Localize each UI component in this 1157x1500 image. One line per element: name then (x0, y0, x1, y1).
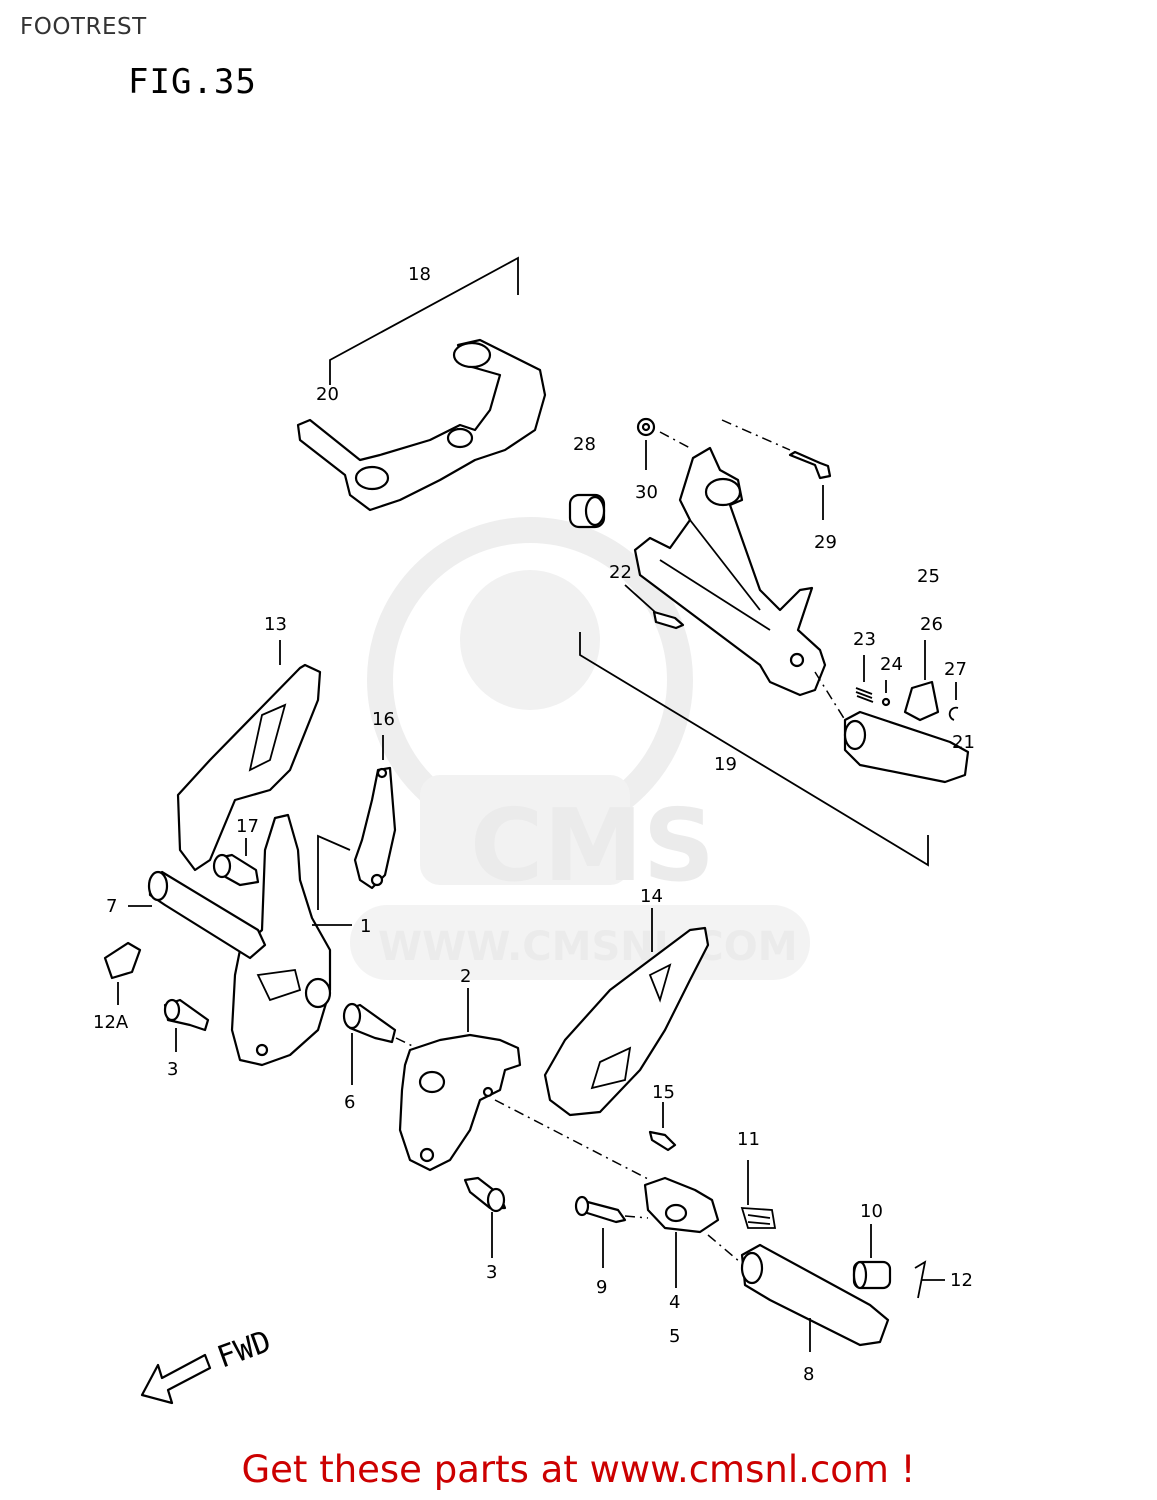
promo-link[interactable]: Get these parts at www.cmsnl.com ! (241, 1448, 916, 1491)
callout-9: 9 (596, 1277, 607, 1298)
fwd-label: FWD (213, 1324, 276, 1375)
callout-12: 12 (950, 1270, 973, 1291)
part-6-bolt (342, 1002, 426, 1085)
callout-23: 23 (853, 629, 876, 650)
callout-28: 28 (573, 434, 596, 455)
part-1-front-bracket (230, 813, 352, 1067)
callout-3-left: 3 (167, 1059, 178, 1080)
callout-5: 5 (669, 1326, 680, 1347)
part-17-bolt (212, 838, 260, 887)
page-title: FOOTREST (20, 14, 147, 40)
part-2-front-right-bracket (398, 988, 522, 1172)
callout-8: 8 (803, 1364, 814, 1385)
callout-21: 21 (952, 732, 975, 753)
part-7-footrest (128, 870, 267, 960)
part-3-bolt-left (163, 998, 210, 1052)
callout-20: 20 (316, 384, 339, 405)
part-21-footrest (814, 671, 970, 784)
callout-18: 18 (408, 264, 431, 285)
part-27-clip (948, 682, 959, 721)
bracket-group-18 (329, 256, 519, 385)
part-29-bolt (721, 419, 832, 520)
part-15-screw (648, 1102, 677, 1152)
watermark: CMS WWW.CMSNL.COM (350, 517, 810, 980)
part-12-cotter-pin (914, 1260, 945, 1299)
part-26-plate (903, 640, 940, 722)
callout-10: 10 (860, 1201, 883, 1222)
callout-1: 1 (360, 916, 371, 937)
part-11-spring (740, 1160, 777, 1229)
forward-direction-indicator: FWD (140, 1324, 276, 1405)
callout-7: 7 (106, 896, 117, 917)
callout-15: 15 (652, 1082, 675, 1103)
part-10-collar (852, 1224, 892, 1290)
part-16-linkage (317, 735, 397, 910)
callout-6: 6 (344, 1092, 355, 1113)
callout-labels: 18 20 28 30 29 22 25 26 23 24 27 21 19 1… (93, 264, 975, 1385)
callout-29: 29 (814, 532, 837, 553)
part-19-footrest-holder (579, 446, 929, 867)
callout-12a: 12A (93, 1012, 129, 1033)
part-8-footrest (740, 1243, 890, 1352)
watermark-brand: CMS (470, 787, 715, 904)
part-13-heel-guard (176, 640, 322, 872)
part-28-collar (568, 493, 606, 529)
part-3-bolt-center (463, 1176, 507, 1258)
callout-16: 16 (372, 709, 395, 730)
part-4-5-mount (643, 1176, 741, 1288)
callout-13: 13 (264, 614, 287, 635)
callout-11: 11 (737, 1129, 760, 1150)
callout-19: 19 (714, 754, 737, 775)
arrow-left-icon (140, 1353, 212, 1405)
callout-3-center: 3 (486, 1262, 497, 1283)
callout-26: 26 (920, 614, 943, 635)
part-9-pin (574, 1195, 649, 1268)
callout-14: 14 (640, 886, 663, 907)
part-24-ball (881, 680, 891, 707)
figure-number: FIG.35 (128, 62, 257, 102)
callout-30: 30 (635, 482, 658, 503)
callout-2: 2 (460, 966, 471, 987)
part-30-nut (636, 417, 691, 470)
callout-24: 24 (880, 654, 903, 675)
callout-4: 4 (669, 1292, 680, 1313)
callout-25: 25 (917, 566, 940, 587)
watermark-url: WWW.CMSNL.COM (378, 924, 798, 970)
part-14-heel-guard (543, 908, 710, 1117)
callout-27: 27 (944, 659, 967, 680)
part-23-spring (855, 655, 874, 703)
part-12a-fitting (103, 941, 142, 1005)
callout-17: 17 (236, 816, 259, 837)
part-20-rear-bracket (296, 338, 547, 512)
part-22-pin (624, 584, 685, 630)
callout-22: 22 (609, 562, 632, 583)
